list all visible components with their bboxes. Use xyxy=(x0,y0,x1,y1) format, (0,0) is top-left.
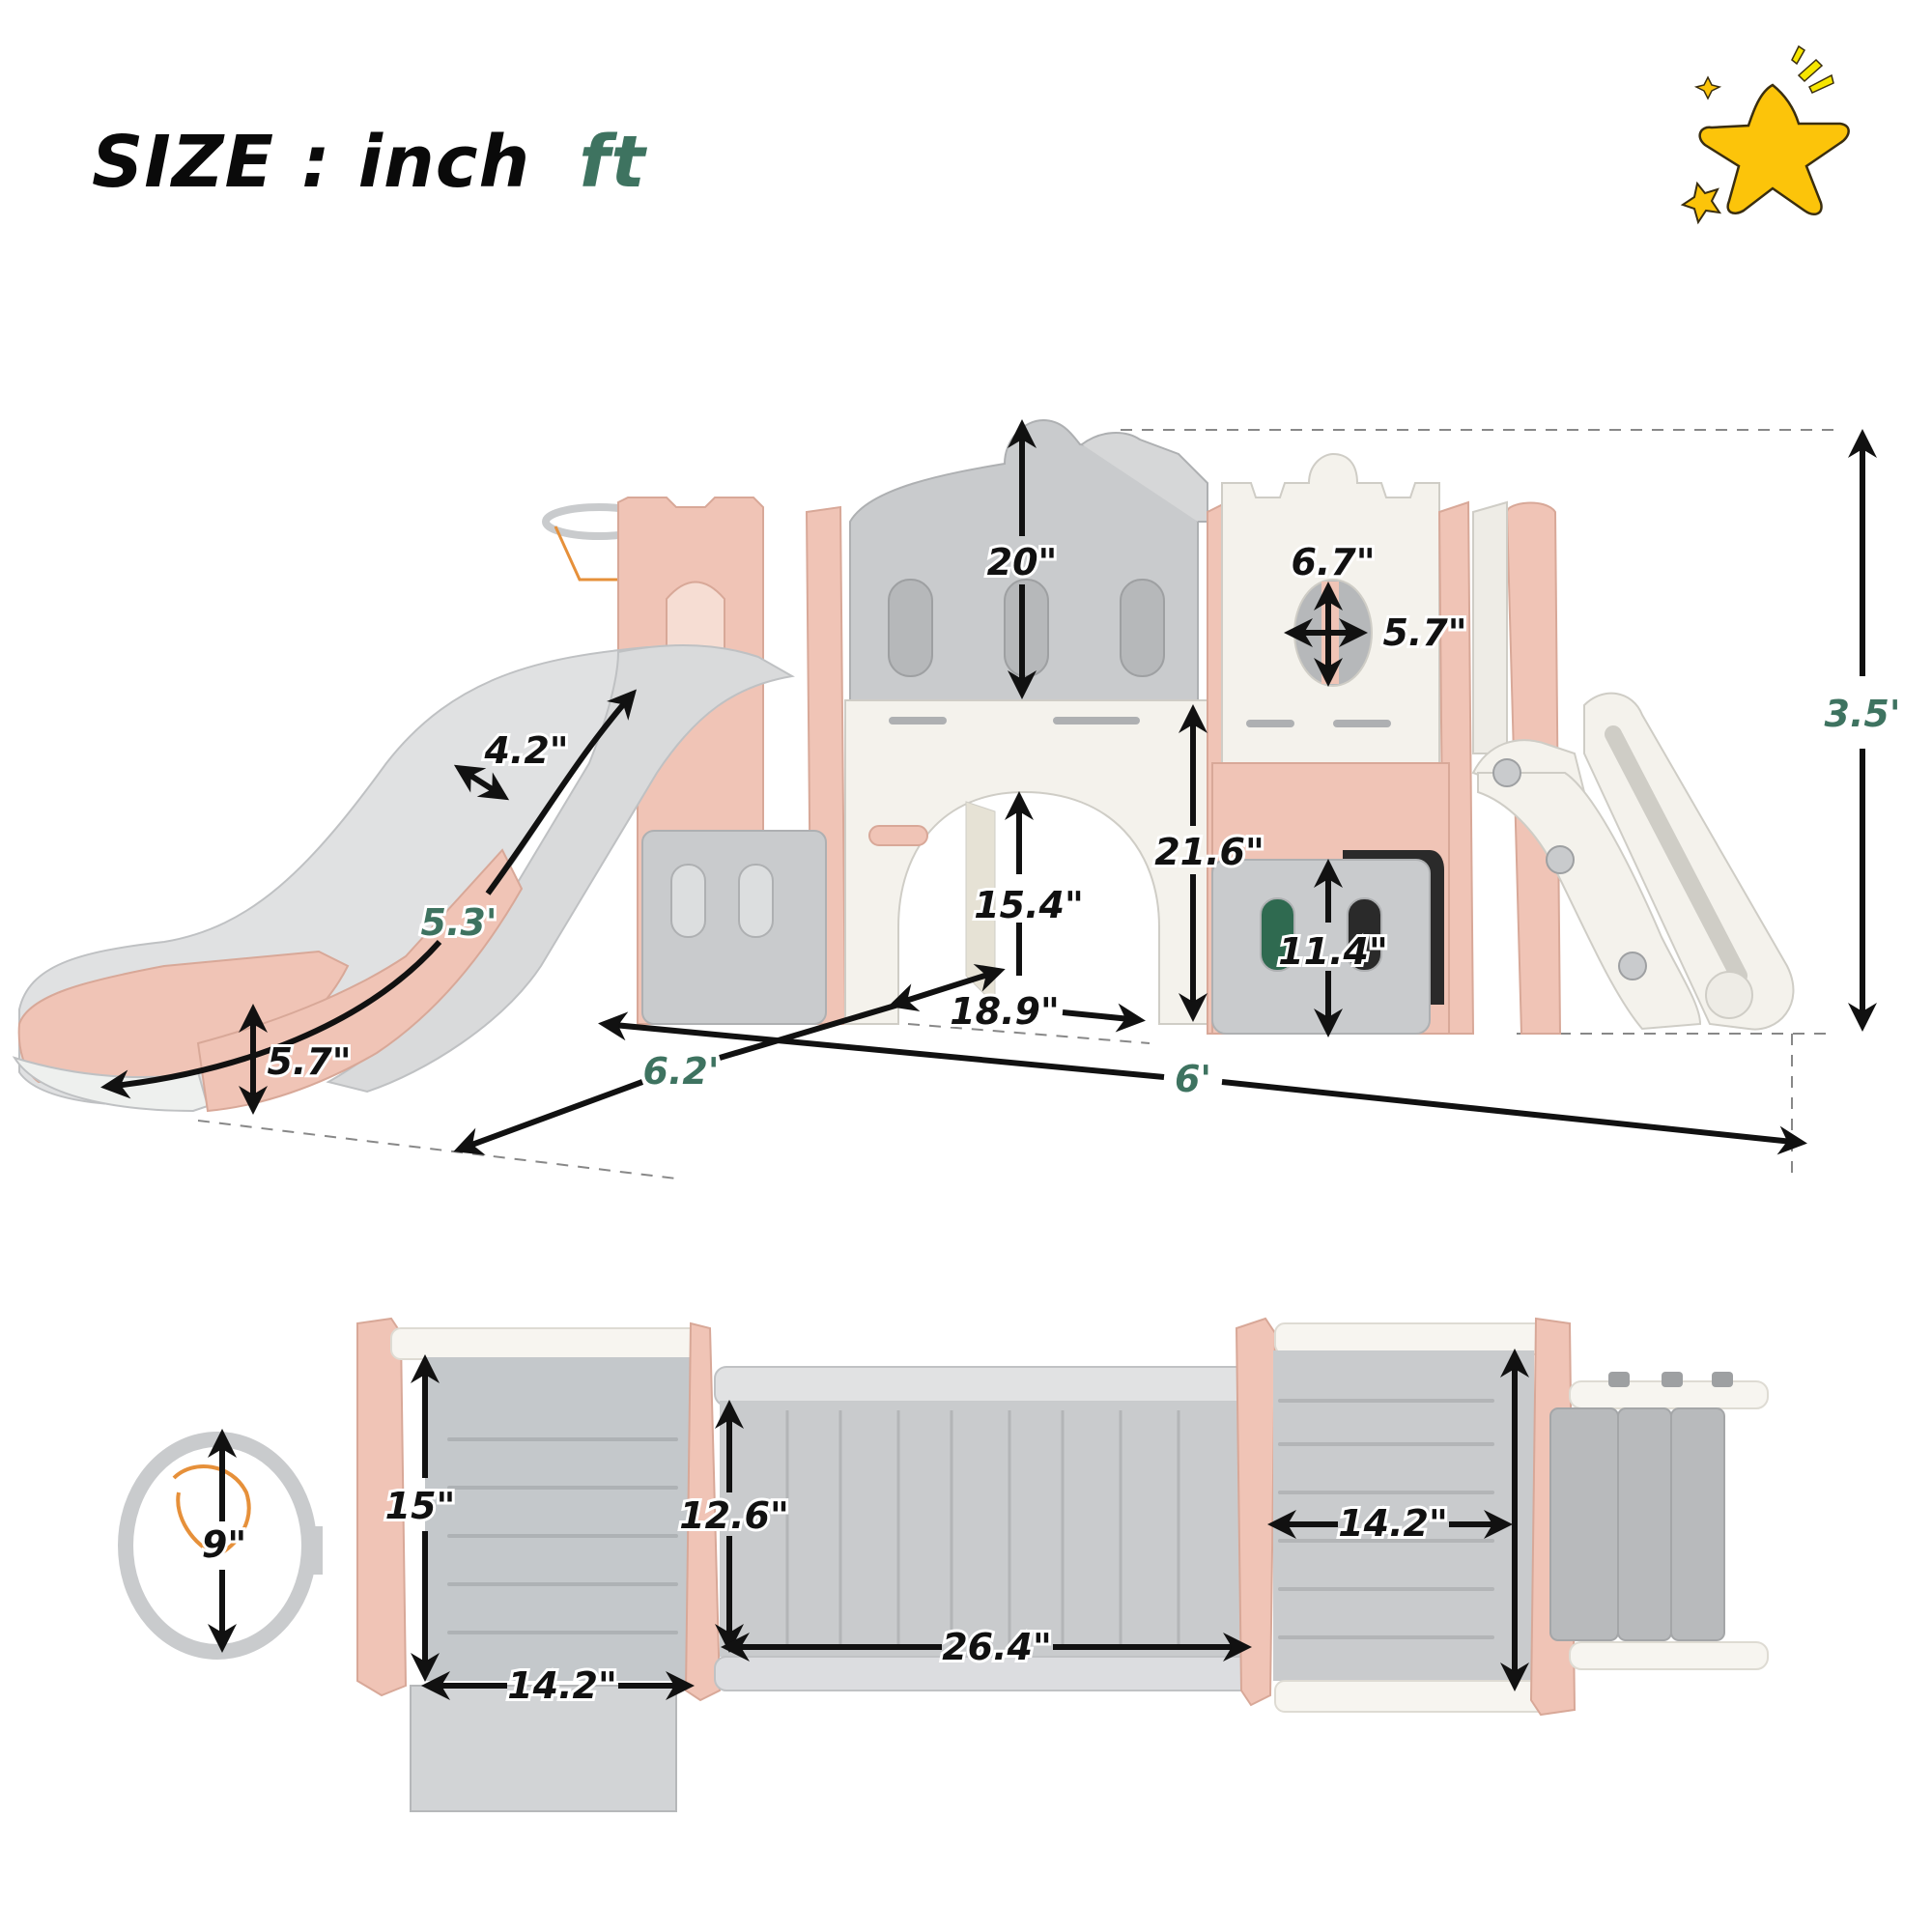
dim-left-tower-width: 14.2" xyxy=(507,1664,617,1707)
dim-window-height: 5.7" xyxy=(1382,611,1466,654)
dim-total-height: 3.5' xyxy=(1825,693,1901,735)
dim-right-tower-width: 14.2" xyxy=(1338,1502,1448,1545)
top-view-dimensions: 9" 15" 14.2" 12.6" 26.4" 14.2" xyxy=(199,1349,1529,1710)
dim-arch-height: 15.4" xyxy=(974,884,1084,926)
dim-slide-end-height: 5.7" xyxy=(267,1040,351,1083)
dim-platform-height: 21.6" xyxy=(1154,831,1264,873)
dim-total-depth: 6.2' xyxy=(643,1050,720,1093)
dim-arch-width: 18.9" xyxy=(950,990,1060,1033)
dim-hoop-diameter: 9" xyxy=(202,1523,246,1566)
unit-ft-label: ft xyxy=(579,121,646,204)
dim-bridge-length: 26.4" xyxy=(942,1626,1052,1668)
unit-inch-label: inch xyxy=(357,121,531,204)
size-label: SIZE xyxy=(92,121,275,204)
size-separator: : xyxy=(301,121,331,204)
top-view-playset xyxy=(118,1317,1769,1812)
side-view-dimensions: 20" 6.7" 5.7" 4.2" 5.3' 5.7" 15.4" 18.9"… xyxy=(100,419,1903,1155)
dim-window-width: 6.7" xyxy=(1291,541,1375,583)
dim-left-tower-depth: 15" xyxy=(385,1485,456,1527)
dim-slide-width: 4.2" xyxy=(483,729,568,772)
dim-roof-height: 20" xyxy=(987,541,1058,583)
dim-panel-height: 11.4" xyxy=(1278,930,1388,973)
dim-bridge-depth: 12.6" xyxy=(679,1494,789,1537)
dim-slide-length: 5.3' xyxy=(421,901,497,944)
star-icon xyxy=(1680,44,1850,225)
dim-total-length: 6' xyxy=(1175,1058,1211,1100)
